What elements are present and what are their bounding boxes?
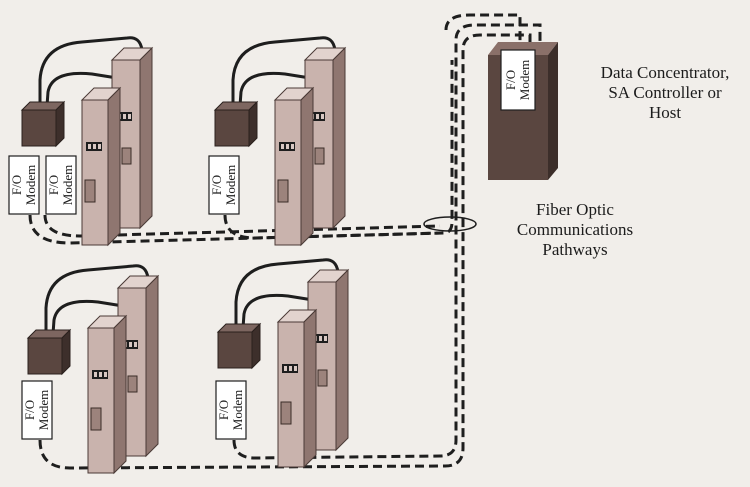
fiber-caption: Fiber Optic Communications Pathways xyxy=(500,200,650,260)
fiber-path-bottom-right xyxy=(232,23,542,460)
terminal-3-cube-front xyxy=(27,337,63,375)
fiber-path-bottom-left xyxy=(38,33,532,470)
fiber-optic-pathways xyxy=(28,13,542,470)
terminal-3-back-switch-slot xyxy=(129,342,132,347)
modem-label-2-line-2: Modem xyxy=(60,165,75,205)
terminal-2-back-switch-slot xyxy=(316,114,319,119)
modem-label-5-line-1: F/O xyxy=(216,400,231,420)
terminal-1-back-switch-slot xyxy=(128,114,131,119)
terminal-2-front-switch-slot xyxy=(286,144,289,149)
terminal-4-front-switch-slot xyxy=(289,366,292,371)
terminal-4-back-cabinet-side xyxy=(335,268,349,452)
fiber-caption-line-2: Communications xyxy=(516,220,634,239)
terminal-3-cube-side xyxy=(61,328,71,376)
terminal-3-front-switch-slot xyxy=(94,372,97,377)
terminal-1-handle xyxy=(84,179,96,203)
terminal-4-cube-side xyxy=(251,322,261,370)
modem-label-host-line-2: Modem xyxy=(517,60,532,100)
fiber-path-top-left-b xyxy=(43,214,441,238)
fiber-path-top-left-a xyxy=(28,60,454,245)
terminal-1 xyxy=(20,36,154,247)
terminal-3-knob xyxy=(127,375,138,393)
terminal-3-handle xyxy=(90,407,102,431)
terminal-1-front-cabinet-front xyxy=(81,99,109,246)
terminal-3-front-cabinet-side xyxy=(113,314,127,475)
modem-label-3-box xyxy=(208,155,240,215)
terminal-1-cube-side xyxy=(55,100,65,148)
terminal-4-handle xyxy=(280,401,292,425)
terminal-4-front-cabinet-front xyxy=(277,321,305,468)
modem-label-5-line-2: Modem xyxy=(230,390,245,430)
host-cabinet-side xyxy=(548,42,558,180)
fiber-bundle-ellipse xyxy=(423,216,477,232)
modem-label-4-line-1: F/O xyxy=(22,400,37,420)
terminal-4-front-cabinet-side xyxy=(303,308,317,469)
terminal-1-front-switch-slot xyxy=(98,144,101,149)
modem-label-5-box xyxy=(215,380,247,440)
host-caption-line-1: Data Concentrator, xyxy=(600,63,730,82)
terminal-1-front-cabinet-side xyxy=(107,86,121,247)
terminal-2-cube-side xyxy=(248,100,258,148)
terminal-3 xyxy=(26,264,160,475)
terminal-3-cable-a xyxy=(44,264,150,348)
terminal-2-back-cabinet-side xyxy=(332,46,346,230)
terminal-1-cube-front xyxy=(21,109,57,147)
modem-label-2-line-1: F/O xyxy=(46,175,61,195)
modem-label-3-line-2: Modem xyxy=(223,165,238,205)
fiber-path-top-right xyxy=(223,214,441,240)
terminal-4-cable-a xyxy=(234,258,340,342)
fiber-caption-line-3: Pathways xyxy=(542,240,608,259)
terminal-1-knob xyxy=(121,147,132,165)
terminal-2-front-cabinet-side xyxy=(300,86,314,247)
terminal-1-back-cabinet-side xyxy=(139,46,153,230)
terminal-1-front-switch-slot xyxy=(88,144,91,149)
fiber-caption-line-1: Fiber Optic xyxy=(536,200,614,219)
terminal-2-back-switch-slot xyxy=(321,114,324,119)
host-caption: Data Concentrator, SA Controller or Host xyxy=(585,63,745,123)
terminal-2-front-switch-slot xyxy=(291,144,294,149)
modem-label-2-box xyxy=(45,155,77,215)
terminal-2-cable-a xyxy=(231,36,337,120)
modem-label-1-line-1: F/O xyxy=(9,175,24,195)
terminal-3-back-switch-slot xyxy=(134,342,137,347)
modem-label-3-line-1: F/O xyxy=(209,175,224,195)
modem-label-1-box xyxy=(8,155,40,215)
terminal-4-cube-front xyxy=(217,331,253,369)
host-caption-line-2: SA Controller or xyxy=(608,83,722,102)
terminal-2-front-cabinet-front xyxy=(274,99,302,246)
modem-label-1-line-2: Modem xyxy=(23,165,38,205)
modem-label-4-line-2: Modem xyxy=(36,390,51,430)
terminal-2-cube-front xyxy=(214,109,250,147)
modem-label-host-line-1: F/O xyxy=(503,70,518,90)
fiber-path-host-return xyxy=(444,13,522,45)
terminal-1-front-switch-slot xyxy=(93,144,96,149)
terminal-4-front-switch-slot xyxy=(284,366,287,371)
terminal-2-front-switch-slot xyxy=(281,144,284,149)
terminal-4 xyxy=(216,258,350,469)
host-caption-line-3: Host xyxy=(648,103,682,122)
modem-label-host-box xyxy=(500,49,536,111)
terminal-3-front-switch-slot xyxy=(99,372,102,377)
terminal-4-knob xyxy=(317,369,328,387)
terminal-2-handle xyxy=(277,179,289,203)
terminal-3-front-switch-slot xyxy=(104,372,107,377)
terminal-4-back-switch-slot xyxy=(324,336,327,341)
terminal-1-cable-a xyxy=(38,36,144,120)
terminal-3-back-cabinet-side xyxy=(145,274,159,458)
terminal-2-knob xyxy=(314,147,325,165)
terminal-1-back-switch-slot xyxy=(123,114,126,119)
modem-label-4-box xyxy=(21,380,53,440)
terminal-3-front-cabinet-front xyxy=(87,327,115,474)
terminal-4-back-switch-slot xyxy=(319,336,322,341)
terminal-4-front-switch-slot xyxy=(294,366,297,371)
terminal-2 xyxy=(213,36,347,247)
